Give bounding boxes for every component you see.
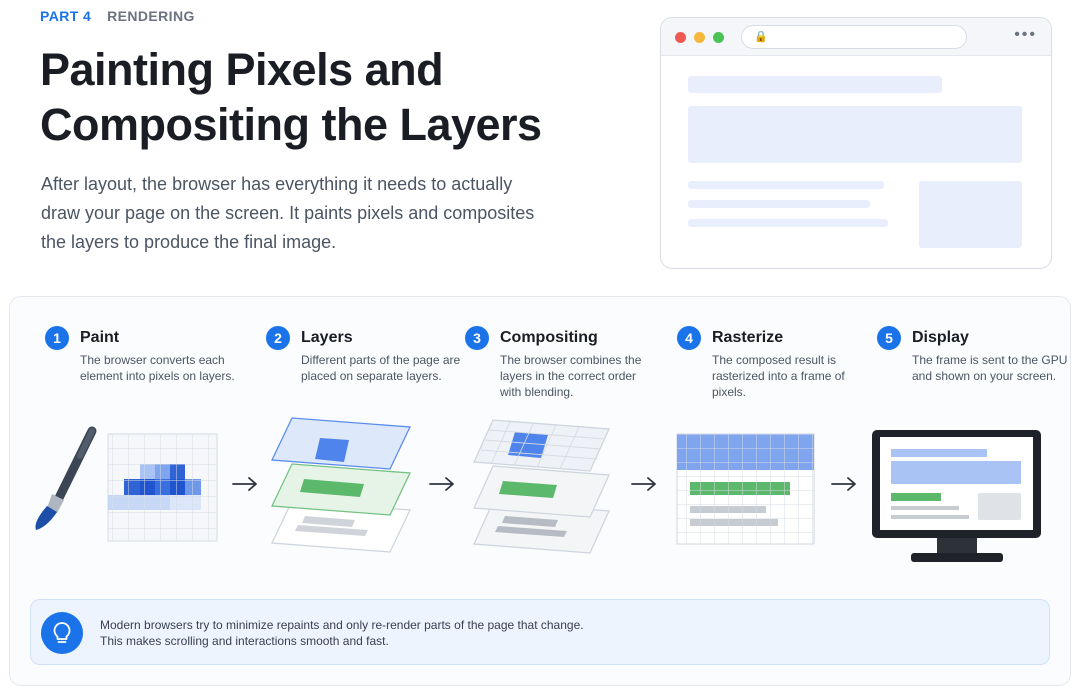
step-title: Layers	[301, 329, 353, 346]
intro-paragraph: After layout, the browser has everything…	[41, 174, 535, 252]
step-number: 1	[45, 326, 69, 350]
section-label: RENDERING	[107, 8, 195, 24]
minimize-dot-icon	[694, 32, 705, 43]
step-title: Compositing	[500, 329, 598, 346]
skeleton-line	[688, 200, 870, 208]
address-bar: 🔒	[741, 25, 967, 49]
title-line-1: Painting Pixels and	[40, 44, 444, 95]
browser-mockup: 🔒 •••	[660, 17, 1052, 269]
maximize-dot-icon	[713, 32, 724, 43]
step-description: The composed result is rasterized into a…	[712, 353, 845, 399]
part-label: PART 4	[40, 8, 92, 24]
skeleton-hero	[688, 106, 1022, 163]
page-title: Painting Pixels and Compositing the Laye…	[40, 42, 620, 152]
skeleton-line	[688, 219, 888, 227]
skeleton-heading	[688, 76, 942, 93]
step-description: The browser converts each element into p…	[80, 353, 235, 383]
title-line-2: Compositing the Layers	[40, 99, 542, 150]
step-description: The frame is sent to the GPU and shown o…	[912, 353, 1068, 383]
skeleton-line	[688, 181, 884, 189]
lock-icon: 🔒	[754, 31, 768, 43]
tip-text: Modern browsers try to minimize repaints…	[100, 617, 1000, 649]
step-number: 3	[465, 326, 489, 350]
step-title: Paint	[80, 329, 120, 346]
step-description: Different parts of the page are placed o…	[301, 353, 461, 383]
browser-toolbar: 🔒 •••	[661, 18, 1051, 56]
step-number: 5	[877, 326, 901, 350]
step-number: 2	[266, 326, 290, 350]
skeleton-card	[919, 181, 1022, 248]
tip-line-1: Modern browsers try to minimize repaints…	[100, 618, 584, 632]
tip-callout: Modern browsers try to minimize repaints…	[30, 599, 1050, 665]
step-number: 4	[677, 326, 701, 350]
more-icon: •••	[1014, 26, 1037, 43]
step-title: Display	[912, 329, 969, 346]
step-description: The browser combines the layers in the c…	[500, 353, 642, 399]
step-title: Rasterize	[712, 329, 784, 346]
lightbulb-icon	[41, 612, 83, 654]
close-dot-icon	[675, 32, 686, 43]
tip-line-2: This makes scrolling and interactions sm…	[100, 634, 389, 648]
eyebrow: PART 4 RENDERING	[40, 8, 195, 24]
